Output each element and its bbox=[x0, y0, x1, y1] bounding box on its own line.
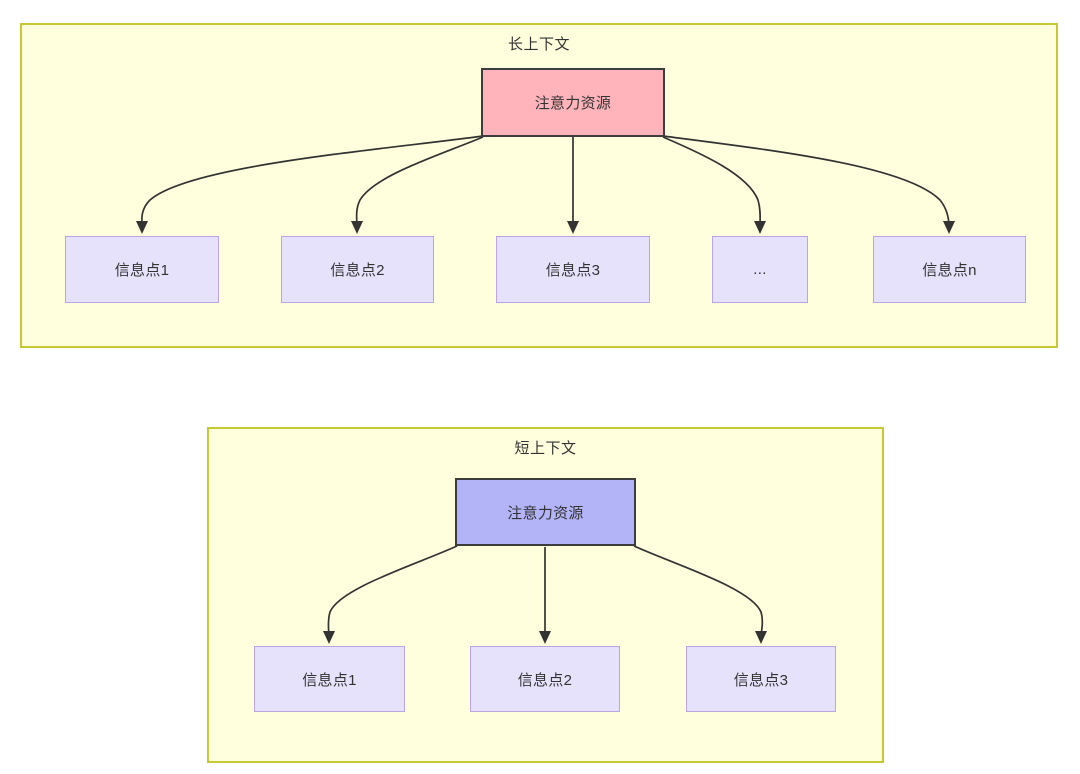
node-short-attention-resource-label: 注意力资源 bbox=[507, 504, 584, 522]
node-short-info-point-2[interactable]: 信息点2 bbox=[470, 646, 620, 712]
node-short-attention-resource[interactable]: 注意力资源 bbox=[455, 478, 636, 546]
node-long-info-point-ellipsis[interactable]: ... bbox=[712, 236, 808, 303]
node-short-info-point-2-label: 信息点2 bbox=[517, 671, 573, 689]
node-long-info-point-1-label: 信息点1 bbox=[114, 262, 170, 279]
node-short-info-point-1-label: 信息点1 bbox=[302, 671, 357, 689]
node-long-info-point-2-label: 信息点2 bbox=[330, 262, 385, 279]
node-long-info-point-3-label: 信息点3 bbox=[545, 262, 601, 279]
node-short-info-point-1[interactable]: 信息点1 bbox=[254, 646, 405, 712]
node-long-info-point-ellipsis-label: ... bbox=[753, 261, 767, 278]
node-long-info-point-1[interactable]: 信息点1 bbox=[65, 236, 219, 303]
node-long-info-point-n-label: 信息点n bbox=[922, 262, 977, 279]
panel-short-context-title: 短上下文 bbox=[514, 440, 577, 457]
node-long-info-point-3[interactable]: 信息点3 bbox=[496, 236, 650, 303]
node-short-info-point-3[interactable]: 信息点3 bbox=[686, 646, 836, 712]
node-long-info-point-n[interactable]: 信息点n bbox=[873, 236, 1026, 303]
node-short-info-point-3-label: 信息点3 bbox=[733, 671, 789, 689]
node-long-attention-resource-label: 注意力资源 bbox=[534, 95, 612, 112]
node-long-attention-resource[interactable]: 注意力资源 bbox=[481, 68, 665, 137]
node-long-info-point-2[interactable]: 信息点2 bbox=[281, 236, 434, 303]
panel-long-context-title: 长上下文 bbox=[507, 36, 570, 53]
